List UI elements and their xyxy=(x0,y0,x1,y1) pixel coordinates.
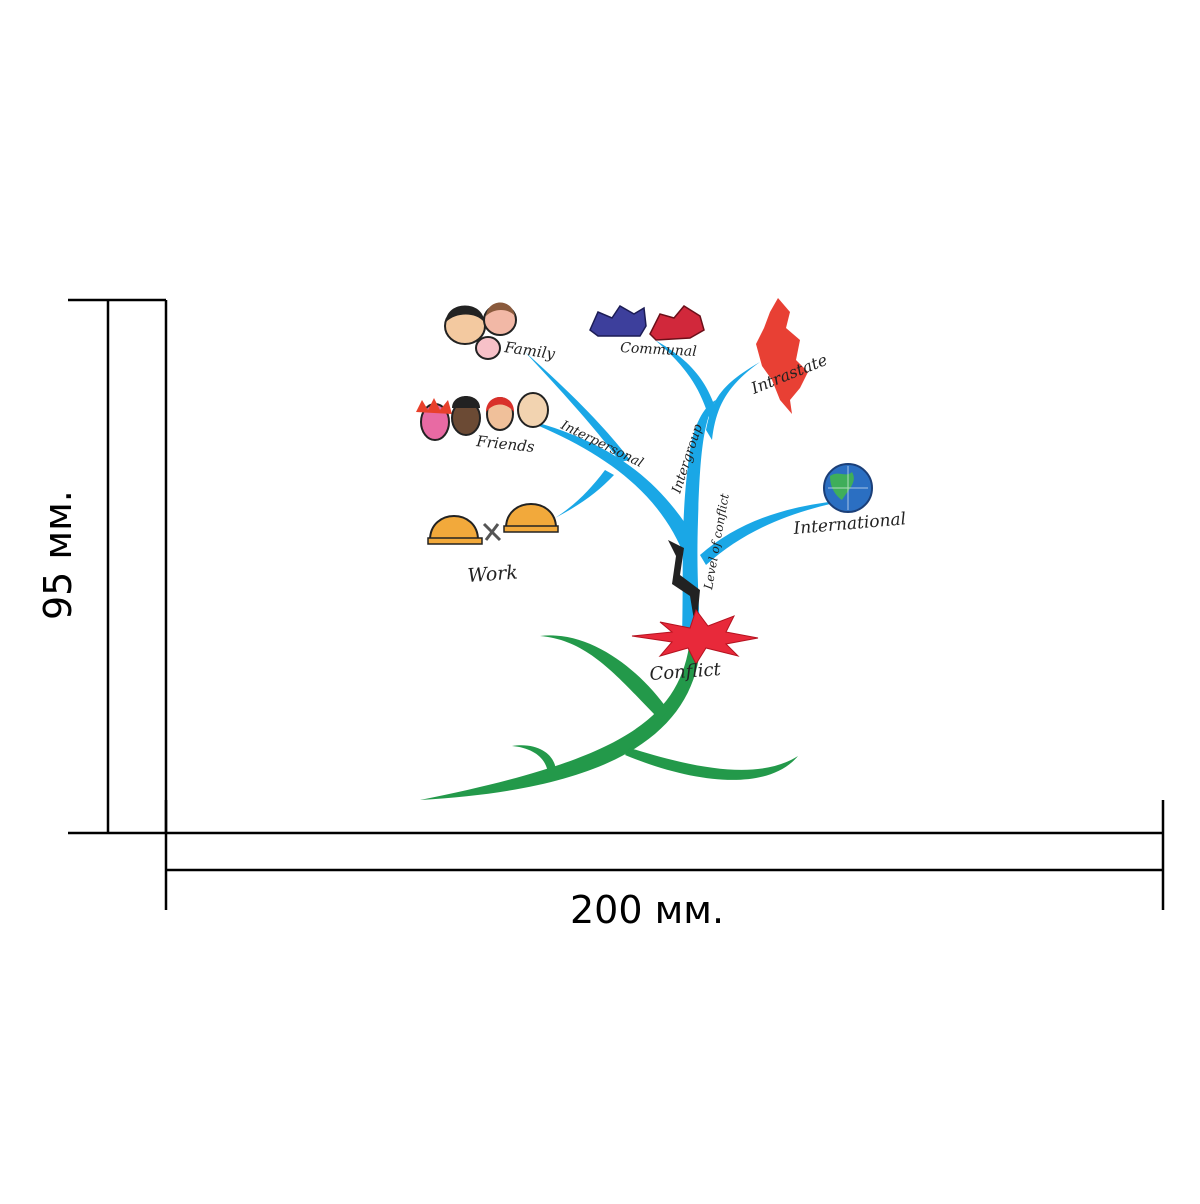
lightning-bolt-icon xyxy=(668,540,700,632)
trunk xyxy=(682,400,716,640)
label-friends: Friends xyxy=(475,432,536,456)
branch-work xyxy=(555,470,614,518)
height-dimension-label: 95 мм. xyxy=(36,490,80,620)
root-main xyxy=(420,640,700,800)
family-faces-icon xyxy=(444,302,517,360)
branch-family xyxy=(525,352,630,462)
hard-hat-icon xyxy=(427,503,559,545)
root-hook xyxy=(512,745,556,776)
root-upper-left xyxy=(540,635,668,720)
roots xyxy=(420,635,798,800)
label-international: International xyxy=(792,509,907,539)
dimension-lines xyxy=(68,298,1165,910)
label-interpersonal: Interpersonal xyxy=(557,418,645,471)
branch-intrastate xyxy=(706,362,760,440)
explosion-burst-icon xyxy=(631,608,759,666)
label-family: Family xyxy=(502,338,556,363)
branch-communal xyxy=(655,340,716,420)
root-right xyxy=(625,748,798,780)
label-work: Work xyxy=(467,562,519,587)
label-conflict: Conflict xyxy=(649,659,722,685)
width-dimension-label: 200 мм. xyxy=(570,888,725,932)
country-map-icon xyxy=(756,298,808,414)
label-communal: Communal xyxy=(620,340,697,360)
friends-faces-icon xyxy=(416,392,549,441)
houses-icon xyxy=(589,305,705,341)
branches xyxy=(520,340,848,640)
globe-icon xyxy=(823,463,873,513)
